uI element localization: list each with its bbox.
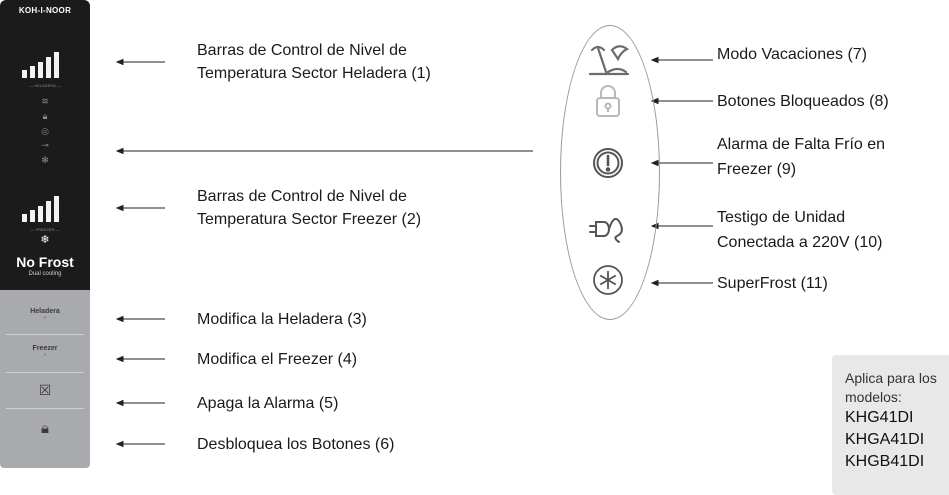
label-testigo-unidad: Testigo de Unidad Conectada a 220V (10) bbox=[717, 205, 882, 255]
vacation-icon bbox=[588, 45, 630, 76]
label-modo-vacaciones: Modo Vacaciones (7) bbox=[717, 46, 867, 63]
models-note: Aplica para los modelos: KHG41DI KHGA41D… bbox=[832, 355, 949, 495]
lock-icon bbox=[596, 85, 620, 117]
label-freezer-bars: Barras de Control de Nivel de Temperatur… bbox=[197, 185, 421, 231]
alarm-off-icon: ☒ bbox=[38, 382, 52, 398]
label-modifica-freezer: Modifica el Freezer (4) bbox=[197, 351, 358, 368]
label-desbloquea-botones: Desbloquea los Botones (6) bbox=[197, 436, 395, 453]
freezer-temperature-bars bbox=[22, 196, 59, 222]
arrowhead-oval bbox=[115, 147, 124, 155]
label-heladera-bars-line1: Barras de Control de Nivel de bbox=[197, 42, 407, 59]
lock-indicator-icon: 🔒︎ bbox=[42, 111, 48, 121]
label-freezer-bars-line1: Barras de Control de Nivel de bbox=[197, 188, 407, 205]
arrowhead-10 bbox=[650, 222, 659, 230]
model-item: KHG41DI bbox=[845, 409, 914, 426]
superfrost-indicator-icon: ✻ bbox=[41, 155, 49, 165]
control-panel: KOH-I-NOOR — HELADERA — ≋ 🔒︎ ◎ ⊸ ✻ — FRE… bbox=[0, 0, 90, 470]
models-note-intro: Aplica para los modelos: bbox=[845, 370, 937, 405]
no-frost-logo: No Frost bbox=[16, 254, 74, 270]
arrowhead-7 bbox=[650, 56, 659, 64]
model-item: KHGB41DI bbox=[845, 453, 925, 470]
arrowhead-1 bbox=[115, 58, 124, 66]
panel-divider bbox=[6, 372, 84, 373]
label-alarma-line2: Freezer (9) bbox=[717, 161, 797, 178]
alarm-indicator-icon: ◎ bbox=[41, 126, 49, 136]
label-testigo-line2: Conectada a 220V (10) bbox=[717, 234, 883, 251]
brand-logo: KOH-I-NOOR bbox=[18, 6, 72, 15]
arrowhead-5 bbox=[115, 399, 124, 407]
heladera-button-label: Heladera bbox=[30, 308, 60, 315]
freezer-press-icon: ○ bbox=[43, 352, 47, 358]
label-botones-bloqueados: Botones Bloqueados (8) bbox=[717, 93, 889, 110]
panel-divider bbox=[6, 408, 84, 409]
label-superfrost: SuperFrost (11) bbox=[717, 275, 828, 292]
plug-indicator-icon: ⊸ bbox=[41, 140, 49, 150]
arrowhead-3 bbox=[115, 315, 124, 323]
label-heladera-bars: Barras de Control de Nivel de Temperatur… bbox=[197, 39, 431, 85]
arrowhead-9 bbox=[650, 159, 659, 167]
panel-divider bbox=[6, 334, 84, 335]
freezer-button-label: Freezer bbox=[32, 345, 58, 352]
arrowhead-11 bbox=[650, 279, 659, 287]
label-heladera-bars-line2: Temperatura Sector Heladera (1) bbox=[197, 65, 431, 82]
heladera-press-icon: ○ bbox=[43, 315, 47, 321]
arrowhead-8 bbox=[650, 97, 659, 105]
freezer-bar-label: — FREEZER — bbox=[30, 227, 60, 232]
heladera-temperature-bars bbox=[22, 52, 59, 78]
alarm-off-button[interactable]: ☒ bbox=[8, 382, 82, 399]
unlock-button[interactable]: 🔒︎ bbox=[8, 420, 82, 437]
plug-icon bbox=[589, 218, 623, 243]
panel-buttons: Heladera ○ Freezer ○ ☒ 🔒︎ bbox=[0, 290, 90, 468]
heladera-button[interactable]: Heladera ○ bbox=[8, 308, 82, 321]
snowflake-icon: ❄ bbox=[40, 234, 50, 246]
connector-lines bbox=[115, 56, 713, 448]
label-modifica-heladera: Modifica la Heladera (3) bbox=[197, 311, 367, 328]
model-item: KHGA41DI bbox=[845, 431, 925, 448]
heladera-bar-label: — HELADERA — bbox=[29, 83, 61, 88]
freezer-button[interactable]: Freezer ○ bbox=[8, 345, 82, 358]
label-alarma-falta-frio: Alarma de Falta Frío en Freezer (9) bbox=[717, 132, 885, 182]
arrowhead-2 bbox=[115, 204, 124, 212]
arrowhead-4 bbox=[115, 355, 124, 363]
superfrost-icon bbox=[593, 265, 623, 295]
label-freezer-bars-line2: Temperatura Sector Freezer (2) bbox=[197, 211, 422, 228]
no-frost-subtitle: Dual cooling bbox=[28, 271, 62, 277]
alarm-icon bbox=[593, 148, 623, 178]
label-apaga-alarma: Apaga la Alarma (5) bbox=[197, 395, 339, 412]
arrowhead-6 bbox=[115, 440, 124, 448]
indicator-oval bbox=[560, 25, 660, 320]
label-testigo-line1: Testigo de Unidad bbox=[717, 209, 846, 226]
vacation-indicator-icon: ≋ bbox=[41, 96, 49, 106]
label-alarma-line1: Alarma de Falta Frío en bbox=[717, 136, 886, 153]
panel-display: KOH-I-NOOR — HELADERA — ≋ 🔒︎ ◎ ⊸ ✻ — FRE… bbox=[0, 0, 90, 290]
unlock-lock-icon: 🔒︎ bbox=[41, 420, 49, 437]
